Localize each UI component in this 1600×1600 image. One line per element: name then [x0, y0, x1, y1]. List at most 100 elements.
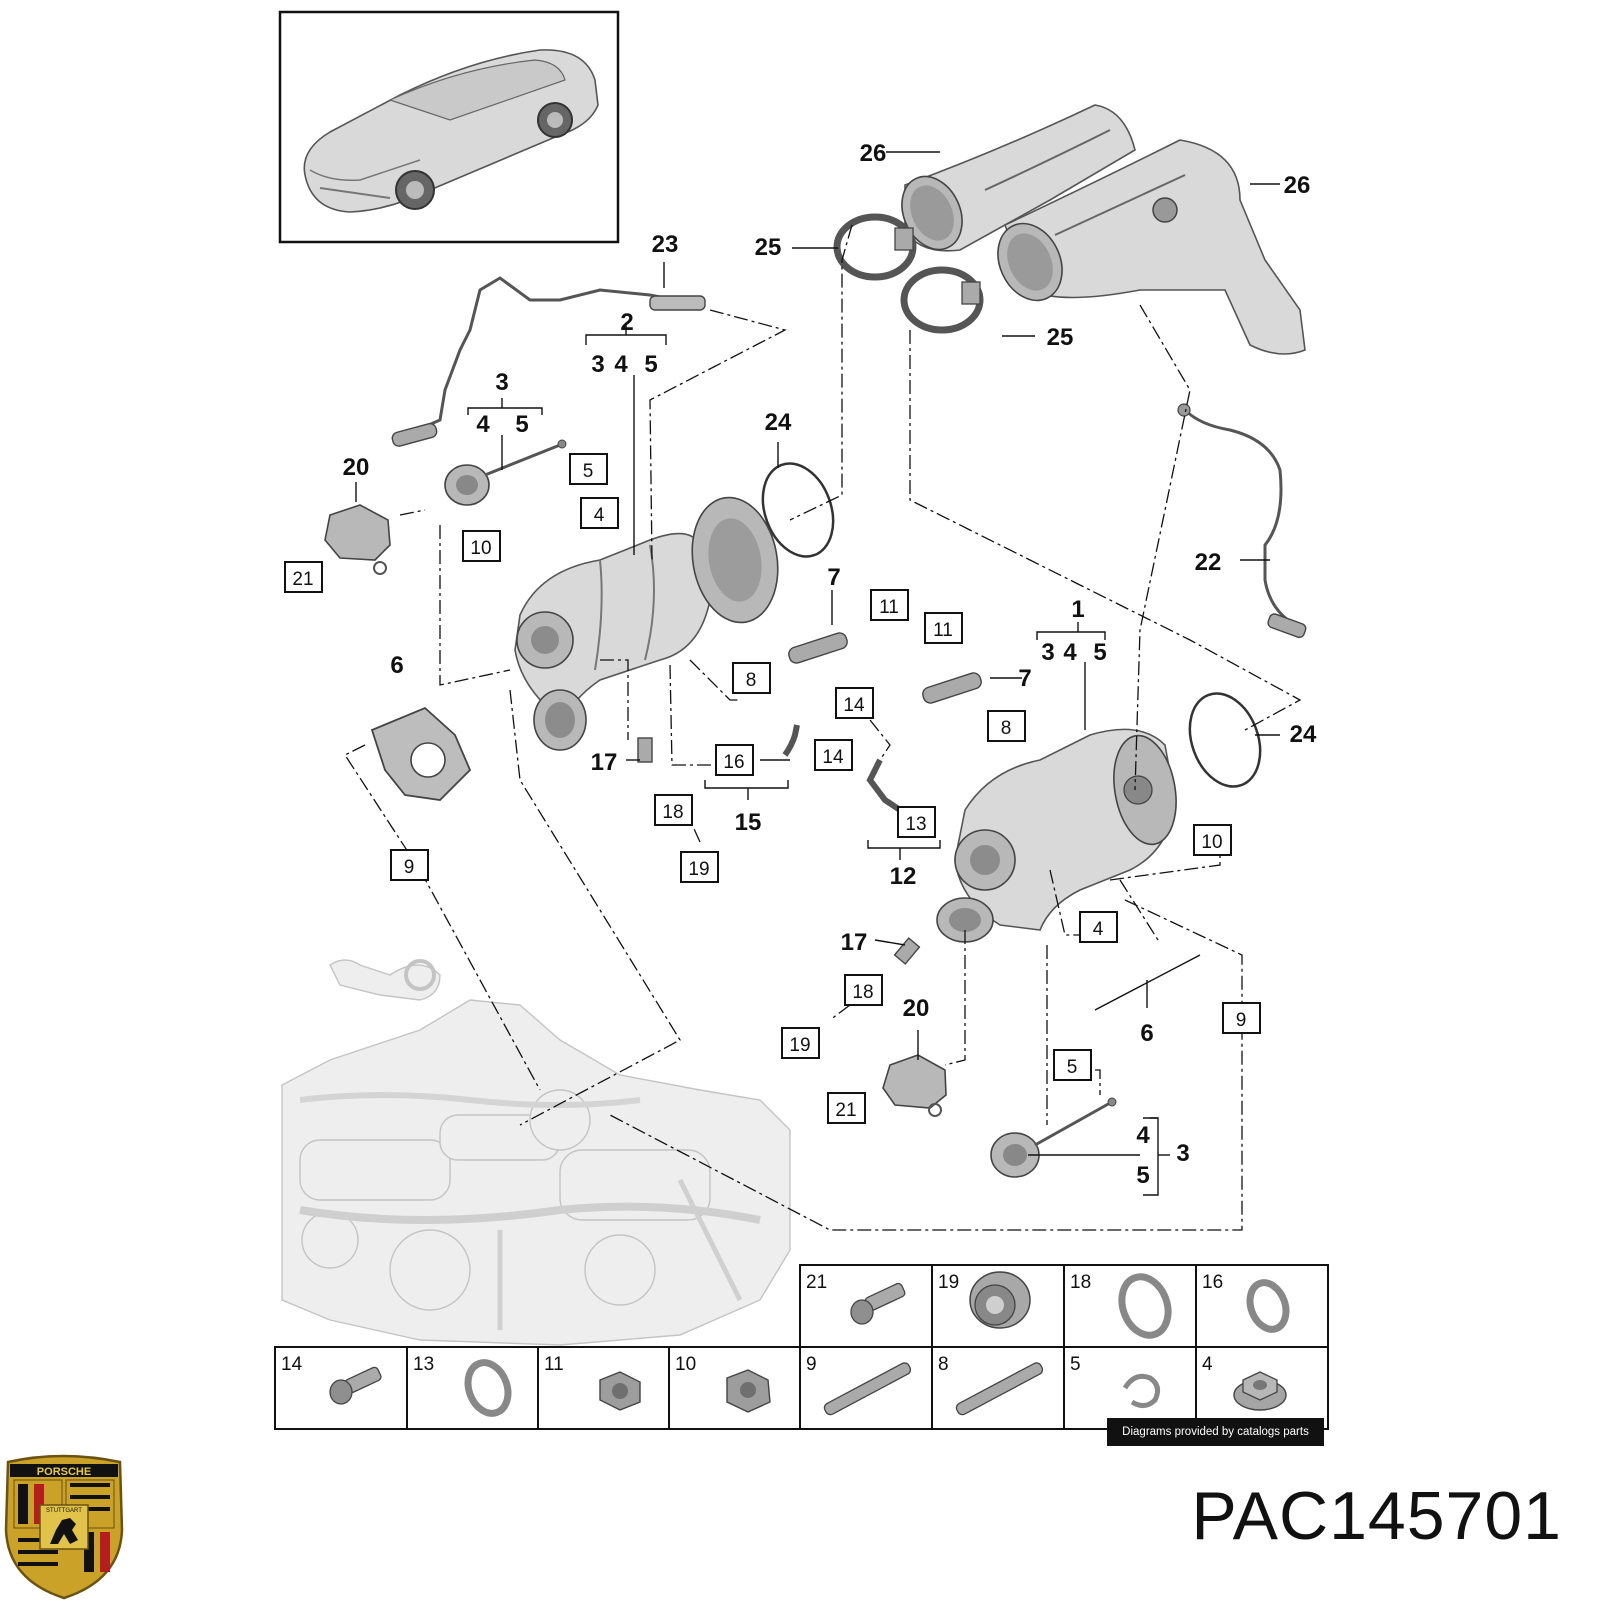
box-callout-10-right: 10: [1193, 824, 1232, 856]
box-callout-14-lower-text: 14: [822, 747, 844, 768]
seal-ring-18-icon: [1118, 1273, 1172, 1339]
box-callout-19-upper-text: 19: [688, 859, 709, 880]
callout-24-upper: 24: [765, 409, 792, 436]
callout-1-sub-3: 3: [1041, 639, 1054, 666]
box-callout-18-upper-text: 18: [662, 802, 683, 823]
legend-num-5: 5: [1070, 1354, 1081, 1375]
callout-6-left: 6: [390, 652, 403, 679]
wastegate-actuator-right: [990, 1097, 1117, 1178]
box-callout-4-upper: 4: [580, 497, 619, 529]
callout-5-left: 5: [515, 411, 528, 438]
engine-background-illustration: [281, 959, 791, 1346]
box-callout-16: 16: [715, 744, 754, 776]
box-callout-10-left-text: 10: [470, 538, 491, 559]
legend-num-4: 4: [1202, 1354, 1213, 1375]
oxygen-sensor-22: [1177, 403, 1307, 639]
nut-10-icon: [726, 1369, 771, 1413]
crest-text-stuttgart: STUTTGART: [46, 1508, 82, 1514]
coolant-fittings: [637, 724, 921, 965]
box-callout-8-left: 8: [732, 662, 771, 694]
box-callout-14-lower: 14: [814, 739, 853, 771]
box-callout-9-left: 9: [390, 849, 429, 881]
vehicle-thumbnail: [278, 10, 620, 244]
callout-24-lower: 24: [1290, 721, 1317, 748]
bolt-14-icon: [329, 1366, 382, 1405]
callout-17-upper: 17: [591, 749, 618, 776]
retaining-clip-5-icon: [1122, 1373, 1161, 1408]
box-callout-4-right-text: 4: [1093, 919, 1104, 940]
callout-12: 12: [890, 863, 917, 890]
box-callout-4-right: 4: [1079, 911, 1118, 943]
callout-3-left: 3: [495, 369, 508, 396]
box-callout-19-lower-text: 19: [789, 1035, 810, 1056]
callout-25-upper: 25: [755, 234, 782, 261]
callout-22: 22: [1195, 549, 1222, 576]
seal-ring-13-icon: [464, 1359, 512, 1417]
legend-num-21: 21: [806, 1272, 827, 1293]
legend-num-13: 13: [413, 1354, 434, 1375]
seal-ring-16-icon: [1246, 1279, 1290, 1333]
wastegate-actuator-left: [444, 439, 567, 506]
callout-17-lower: 17: [841, 929, 868, 956]
box-callout-18-lower: 18: [844, 974, 883, 1006]
sensor-20-left: [324, 504, 391, 575]
stud-8-icon: [955, 1362, 1044, 1416]
crest-text-porsche: PORSCHE: [37, 1466, 91, 1478]
box-callout-8-left-text: 8: [746, 670, 757, 691]
box-callout-11-lower-text: 11: [933, 620, 953, 641]
legend-num-11: 11: [544, 1354, 564, 1375]
assembly-dash-lines: [344, 224, 1302, 1231]
stud-9-icon: [823, 1362, 912, 1416]
box-callout-21-left-text: 21: [292, 569, 313, 590]
box-callout-21-right: 21: [827, 1092, 866, 1124]
box-callout-10-right-text: 10: [1201, 832, 1222, 853]
callout-2-sub-5: 5: [644, 351, 657, 378]
box-callout-9-right-text: 9: [1236, 1010, 1247, 1031]
box-callout-21-left: 21: [284, 561, 323, 593]
callout-3-right: 3: [1176, 1140, 1189, 1167]
callout-25-lower: 25: [1047, 324, 1074, 351]
box-callout-13-text: 13: [905, 814, 926, 835]
box-callout-18-upper: 18: [654, 794, 693, 826]
callout-1: 1: [1071, 596, 1084, 623]
box-callout-5-upper-text: 5: [583, 461, 594, 482]
box-callout-21-right-text: 21: [835, 1100, 856, 1121]
nut-11-icon: [599, 1371, 641, 1411]
box-callout-9-right: 9: [1222, 1002, 1261, 1034]
bolt-21-icon: [850, 1282, 906, 1325]
callout-5-right: 5: [1136, 1162, 1149, 1189]
gasket-plate-6: [370, 706, 472, 801]
callout-1-sub-4: 4: [1063, 639, 1077, 666]
box-callout-4-upper-text: 4: [594, 505, 605, 526]
callout-4-right: 4: [1136, 1122, 1150, 1149]
fastener-legend-table: 21 19 18 16 14 13 11 10 9 8 5 4: [274, 1264, 1329, 1430]
callout-23: 23: [652, 231, 679, 258]
box-callout-11-upper-text: 11: [879, 597, 899, 618]
credit-banner: Diagrams provided by catalogs parts: [1107, 1418, 1324, 1446]
box-callout-11-upper: 11: [870, 589, 909, 621]
callout-15: 15: [735, 809, 762, 836]
box-callout-13: 13: [897, 806, 936, 838]
box-callout-14-upper: 14: [835, 687, 874, 719]
callout-1-sub-5: 5: [1093, 639, 1106, 666]
porsche-crest-logo: PORSCHE STUTTGART: [4, 1454, 124, 1600]
box-callout-14-upper-text: 14: [843, 695, 865, 716]
box-callout-10-left: 10: [462, 530, 501, 562]
nut-19-icon: [969, 1271, 1031, 1329]
legend-num-14: 14: [281, 1354, 303, 1375]
turbocharger-left: [514, 496, 779, 751]
studs-7-8: [788, 632, 982, 704]
callout-7-lower: 7: [1018, 665, 1031, 692]
leader-lines: [355, 151, 1280, 1196]
box-callout-19-upper: 19: [680, 851, 719, 883]
box-callout-5-lower-text: 5: [1067, 1057, 1078, 1078]
callout-2-sub-3: 3: [591, 351, 604, 378]
box-callout-8-right-text: 8: [1001, 718, 1012, 739]
callout-4-left: 4: [476, 411, 490, 438]
oxygen-sensor-23: [391, 276, 706, 447]
callout-26-left: 26: [860, 140, 887, 167]
legend-num-8: 8: [938, 1354, 949, 1375]
callout-20-right: 20: [903, 995, 930, 1022]
box-callout-18-lower-text: 18: [852, 982, 873, 1003]
